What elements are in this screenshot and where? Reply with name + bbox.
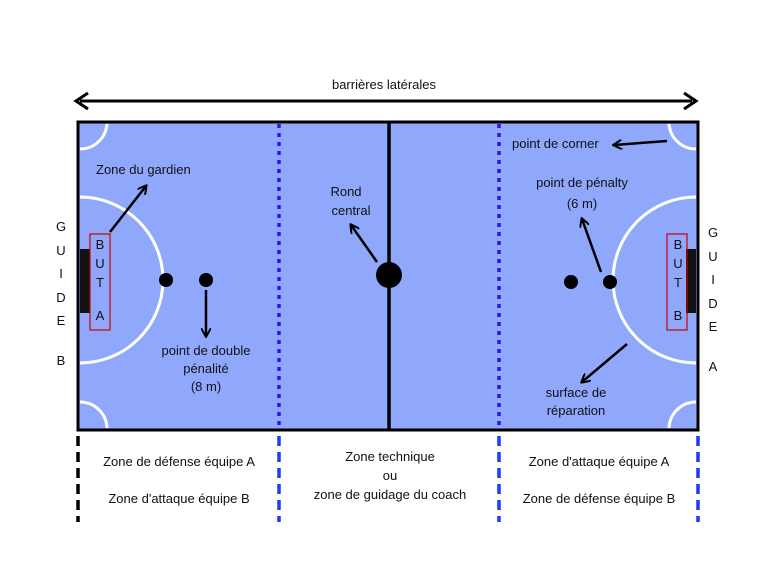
repair-area-label-2: réparation — [546, 403, 606, 418]
left-guide-letter: E — [56, 313, 66, 328]
penalty-point-label-2: (6 m) — [566, 196, 598, 211]
zone-right-line-1: Zone d'attaque équipe A — [528, 454, 670, 469]
right-guide-letter: G — [707, 225, 719, 240]
corner-point-label: point de corner — [512, 136, 599, 151]
zone-center-line-2: ou — [382, 468, 398, 483]
right-guide-label: G U I D E A — [706, 221, 720, 378]
left-guide-letter: G — [55, 219, 67, 234]
double-penalty-label-2: pénalité — [183, 361, 229, 376]
left-goal-team: A — [95, 308, 105, 323]
right-guide-letter: I — [711, 272, 715, 287]
center-spot — [376, 262, 402, 288]
left-goal-box — [89, 233, 111, 331]
right-guide-letter: D — [708, 295, 718, 311]
left-goal-letter: T — [96, 275, 104, 290]
left-guide-team: B — [56, 352, 66, 368]
right-goal-letter: B — [673, 237, 683, 252]
right-goal-label: B U T B — [671, 235, 685, 325]
left-guide-label: G U I D E B — [54, 215, 68, 372]
right-goal-letter: T — [674, 275, 682, 290]
zone-center-line-3: zone de guidage du coach — [313, 487, 467, 502]
right-guide-letter: U — [708, 248, 718, 264]
side-barriers-title: barrières latérales — [331, 77, 437, 92]
side-barrier-arrow — [73, 91, 699, 111]
left-double-penalty-spot — [199, 273, 213, 287]
penalty-point-label-1: point de pénalty — [536, 175, 628, 190]
right-goal — [686, 249, 696, 313]
corner-arcs — [79, 123, 697, 429]
right-goal-box — [666, 233, 688, 331]
right-guide-team: A — [708, 358, 718, 374]
arrow-penalty — [582, 219, 603, 273]
left-guide-letter: D — [56, 289, 66, 305]
left-goal-label: B U T A — [93, 235, 107, 325]
zone-left-line-2: Zone d'attaque équipe B — [108, 491, 250, 506]
right-penalty-spot — [603, 275, 617, 289]
center-circle-label-2: central — [331, 203, 371, 218]
left-guide-letter: I — [59, 266, 63, 281]
zone-left-line-1: Zone de défense équipe A — [103, 454, 255, 469]
left-goal-letter: B — [95, 237, 105, 252]
zone-right-line-2: Zone de défense équipe B — [522, 491, 676, 506]
double-penalty-label-1: point de double — [161, 343, 251, 358]
arrow-corner — [614, 141, 668, 145]
left-penalty-spot — [159, 273, 173, 287]
repair-area-label-1: surface de — [545, 385, 607, 400]
right-goal-team: B — [673, 308, 683, 323]
left-guide-letter: U — [56, 242, 66, 258]
double-penalty-label-3: (8 m) — [190, 379, 222, 394]
left-goal — [80, 249, 90, 313]
arrow-goalkeeper-zone — [109, 186, 146, 233]
left-goal-letter: U — [95, 256, 105, 271]
arrow-repair-area — [582, 343, 628, 382]
right-goal-letter: U — [673, 256, 683, 271]
center-circle-label-1: Rond — [330, 184, 362, 199]
right-double-penalty-spot — [564, 275, 578, 289]
goalkeeper-zone-label: Zone du gardien — [96, 162, 191, 177]
arrow-center-circle — [351, 225, 379, 263]
callout-arrows — [109, 141, 668, 382]
zone-center-line-1: Zone technique — [345, 449, 435, 464]
right-guide-letter: E — [708, 319, 718, 334]
